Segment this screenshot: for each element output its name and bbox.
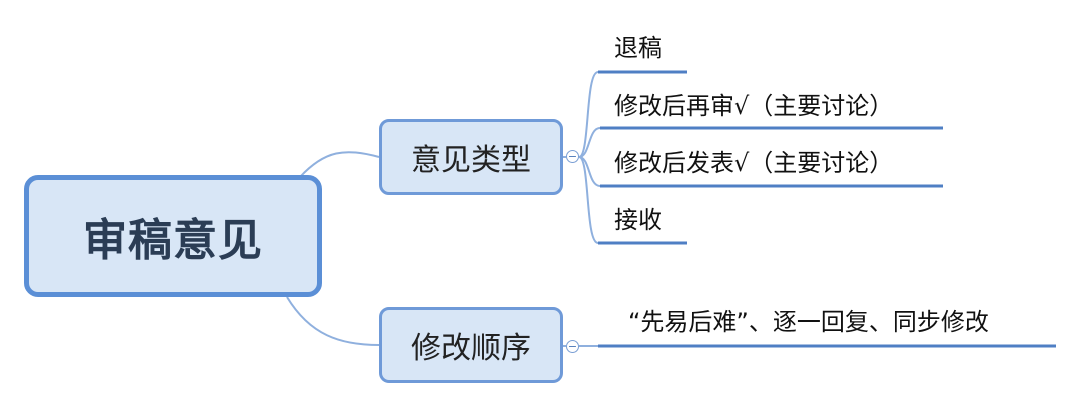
branch-node-revision-order[interactable]: 修改顺序 <box>379 307 563 383</box>
leaf-node-reject[interactable]: 退稿 <box>614 34 662 62</box>
leaf-node-accept[interactable]: 接收 <box>614 206 662 234</box>
leaf-node-revise-rereview[interactable]: 修改后再审√（主要讨论） <box>614 92 894 120</box>
root-label: 审稿意见 <box>83 215 263 266</box>
leaf-node-revision-principles[interactable]: “先易后难”、逐一回复、同步修改 <box>628 308 989 336</box>
connector-root-order <box>286 296 380 346</box>
branch-label: 修改顺序 <box>411 331 531 366</box>
connector-root-type <box>299 151 380 178</box>
branch-node-opinion-type[interactable]: 意见类型 <box>379 119 563 195</box>
collapse-toggle-icon[interactable]: − <box>566 149 579 163</box>
collapse-toggle-icon[interactable]: − <box>566 339 579 353</box>
root-node[interactable]: 审稿意见 <box>24 175 322 297</box>
connector-to-leaf-2 <box>578 127 601 158</box>
leaf-node-revise-publish[interactable]: 修改后发表√（主要讨论） <box>614 149 894 177</box>
connector-to-leaf-1 <box>578 71 599 158</box>
connector-to-leaf-4 <box>578 156 599 244</box>
branch-label: 意见类型 <box>411 143 531 178</box>
